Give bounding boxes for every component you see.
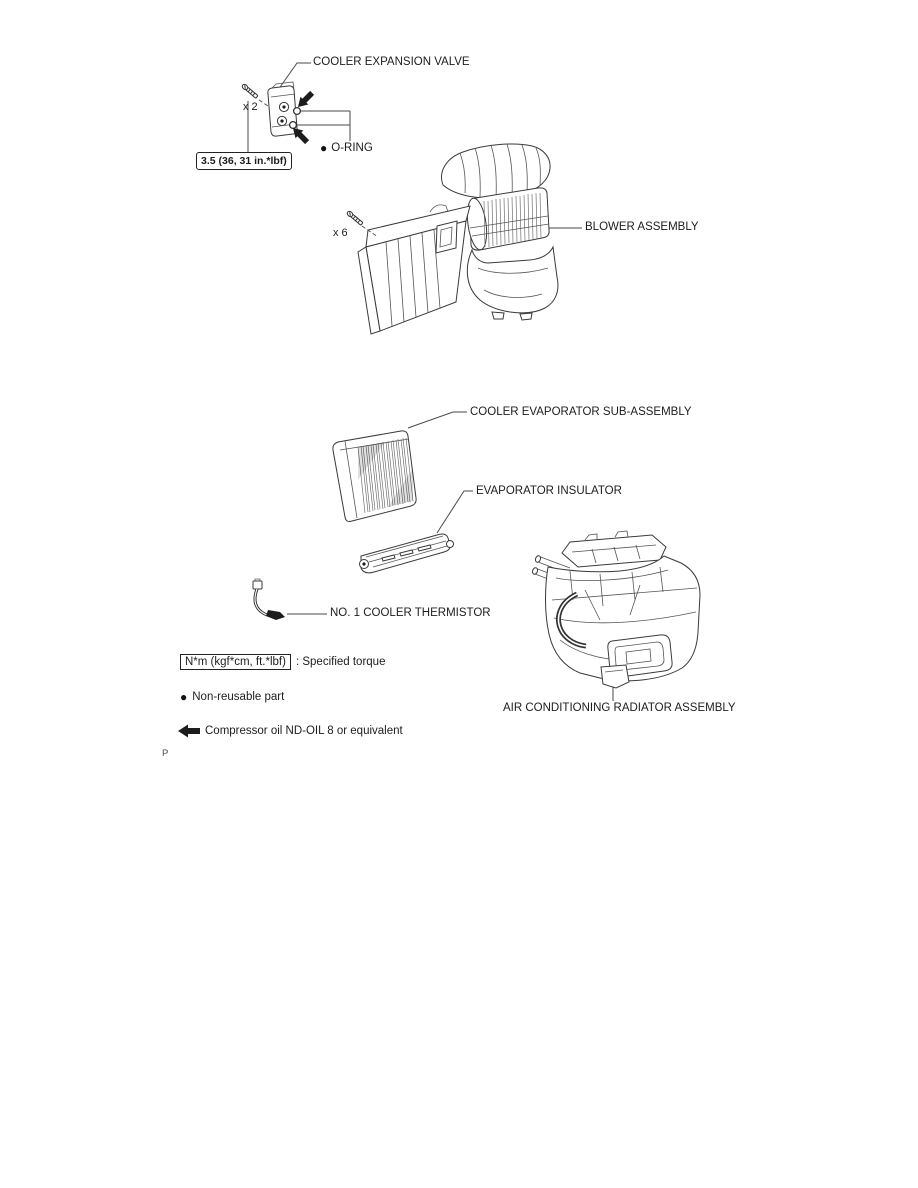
screw-x6-icon (345, 209, 364, 227)
legend-torque-description: : Specified torque (295, 656, 386, 668)
evaporator-insulator-drawing (359, 533, 454, 574)
quantity-x2: x 2 (243, 101, 258, 113)
oil-apply-arrow-lower-icon (293, 128, 310, 145)
exploded-view-diagram (240, 62, 701, 701)
legend-torque: N*m (kgf*cm, ft.*lbf) : Specified torque (180, 654, 385, 670)
label-cooler-evaporator-sub-assembly: COOLER EVAPORATOR SUB-ASSEMBLY (470, 406, 692, 418)
o-ring-text: O-RING (331, 142, 373, 154)
legend-compressor-oil-text: Compressor oil ND-OIL 8 or equivalent (205, 725, 403, 737)
air-conditioning-radiator-drawing (531, 530, 701, 689)
torque-spec-box: 3.5 (36, 31 in.*lbf) (196, 152, 292, 170)
legend-non-reusable: ● Non-reusable part (180, 691, 284, 703)
label-air-conditioning-radiator-assembly: AIR CONDITIONING RADIATOR ASSEMBLY (503, 702, 736, 714)
label-no1-cooler-thermistor: NO. 1 COOLER THERMISTOR (330, 607, 491, 619)
label-o-ring: ● O-RING (320, 142, 373, 154)
legend-compressor-oil: Compressor oil ND-OIL 8 or equivalent (178, 724, 403, 738)
compressor-oil-arrow-icon (178, 724, 200, 738)
label-cooler-expansion-valve: COOLER EXPANSION VALVE (313, 56, 470, 68)
label-evaporator-insulator: EVAPORATOR INSULATOR (476, 485, 622, 497)
cooler-evaporator-drawing (332, 430, 417, 522)
screw-x2-icon (240, 82, 259, 100)
o-ring-icon-lower (288, 120, 298, 130)
oil-apply-arrow-upper-icon (298, 90, 315, 107)
page-mark: P (162, 748, 169, 759)
blower-assembly-drawing (357, 143, 559, 335)
leader-lines (247, 62, 614, 701)
legend-non-reusable-text: Non-reusable part (192, 691, 285, 703)
thermistor-drawing (252, 578, 285, 620)
legend-torque-box: N*m (kgf*cm, ft.*lbf) (180, 654, 291, 670)
label-blower-assembly: BLOWER ASSEMBLY (585, 221, 699, 233)
quantity-x6: x 6 (333, 227, 348, 239)
screw-x6-guide-line (361, 225, 379, 238)
non-reusable-dot-icon: ● (180, 690, 188, 704)
o-ring-icon-upper (292, 106, 302, 116)
non-reusable-dot-icon: ● (320, 141, 328, 155)
